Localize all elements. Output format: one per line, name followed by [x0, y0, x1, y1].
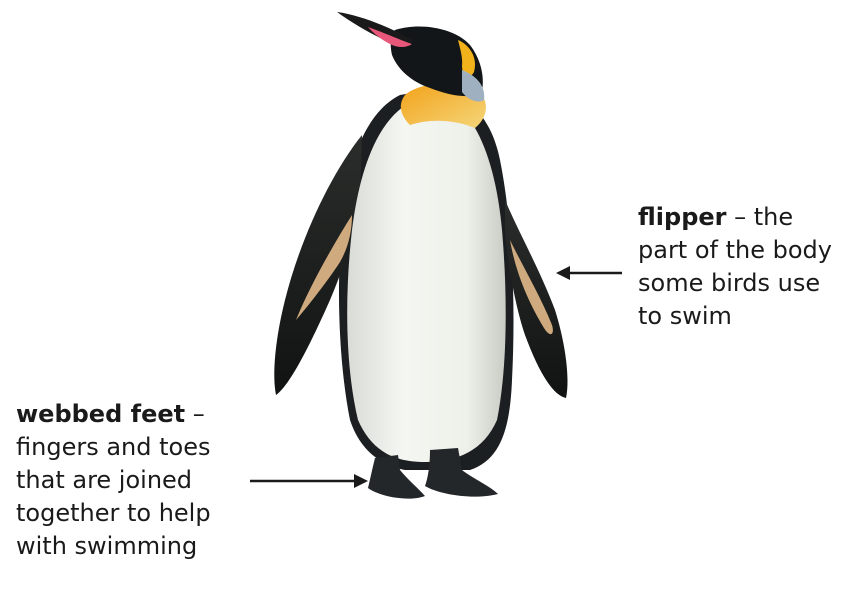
flipper-definition-line: part of the body — [638, 234, 866, 267]
webbed-feet-label: webbed feet – fingers and toes that are … — [16, 398, 256, 563]
webbed-feet-definition-line: together to help — [16, 497, 256, 530]
penguin-belly — [347, 100, 506, 462]
flipper-term: flipper — [638, 203, 727, 231]
webbed-feet-definition-line: that are joined — [16, 464, 256, 497]
flipper-label-first-line: flipper – the — [638, 201, 866, 234]
flipper-label: flipper – the part of the body some bird… — [638, 201, 866, 333]
webbed-feet-definition-line: fingers and toes — [16, 431, 256, 464]
flipper-definition-line: to swim — [638, 300, 866, 333]
flipper-definition-line: some birds use — [638, 267, 866, 300]
webbed-feet-term: webbed feet — [16, 400, 185, 428]
webbed-feet-definition-line: with swimming — [16, 530, 256, 563]
webbed-feet-dash: – — [185, 400, 205, 428]
flipper-dash: – the — [727, 203, 794, 231]
webbed-feet-label-first-line: webbed feet – — [16, 398, 256, 431]
